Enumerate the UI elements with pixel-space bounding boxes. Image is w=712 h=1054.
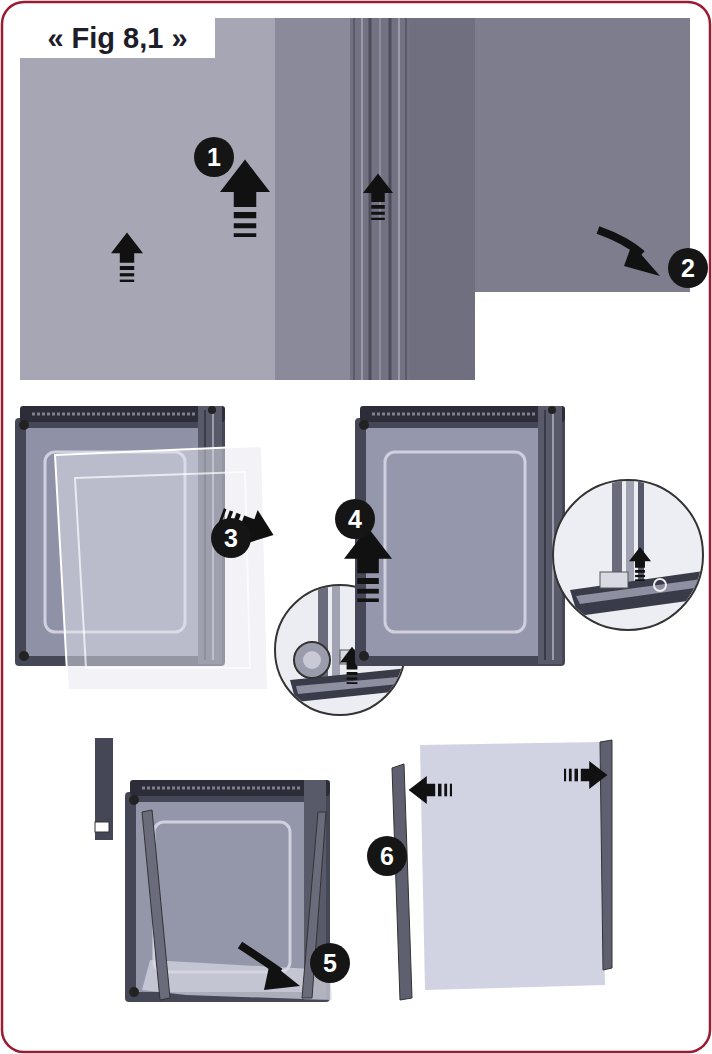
detail-zoom (550, 480, 710, 630)
callout-number: 4 (348, 505, 362, 534)
detail-zoom (332, 585, 340, 685)
door-closeup (350, 18, 410, 380)
callout-number: 3 (224, 524, 238, 553)
callout-number: 1 (207, 143, 221, 172)
figure-title: « Fig 8,1 » (47, 22, 187, 55)
oven-door (20, 406, 225, 422)
callout-circle: 2 (668, 248, 708, 288)
oven-door (130, 780, 330, 796)
oven-door (385, 452, 525, 632)
door-edge (95, 738, 113, 840)
detail-zoom (550, 480, 710, 630)
detail-zoom (553, 480, 703, 630)
door-closeup (405, 18, 407, 380)
side-strip (392, 764, 412, 1000)
oven-door (355, 406, 565, 666)
callout-number: 6 (380, 842, 394, 871)
door-closeup (20, 18, 690, 380)
detail-zoom (600, 572, 628, 588)
oven-door (359, 420, 369, 430)
callout-number: 2 (681, 254, 695, 283)
oven-door (129, 987, 139, 997)
glass-pane (55, 446, 268, 690)
callout-circle: 3 (211, 518, 251, 558)
callout-circle: 6 (367, 836, 407, 876)
detail-zoom (550, 480, 710, 630)
glass-pane (55, 446, 268, 690)
oven-door (372, 413, 536, 416)
door-closeup (410, 18, 475, 380)
side-strip (392, 740, 612, 1000)
oven-door (552, 410, 554, 660)
oven-door (19, 420, 29, 430)
striped-arrow (409, 776, 452, 804)
oven-door (19, 651, 29, 661)
detail-zoom (654, 579, 666, 591)
oven-door (355, 418, 565, 666)
oven-door (154, 822, 290, 972)
oven-door (142, 810, 170, 1000)
detail-zoom (629, 547, 651, 581)
door-closeup (389, 18, 392, 380)
oven-door (129, 795, 139, 805)
detail-zoom (576, 578, 710, 604)
detail-zoom (638, 480, 644, 590)
door-closeup (398, 18, 400, 380)
door-edge (95, 822, 109, 832)
door-closeup (353, 18, 355, 380)
callout-circle: 5 (310, 943, 350, 983)
curved-arrow (624, 244, 660, 276)
oven-door (359, 651, 369, 661)
detail-zoom (294, 642, 330, 678)
callout-number: 5 (323, 949, 337, 978)
oven-door (360, 406, 565, 422)
callout-circle: 4 (335, 499, 375, 539)
curved-arrow (240, 945, 300, 990)
curved-arrow (598, 230, 660, 276)
oven-door (32, 413, 196, 416)
door-closeup (475, 18, 690, 292)
oven-door (366, 428, 538, 656)
door-closeup (275, 18, 350, 380)
figure-title-box: « Fig 8,1 » (20, 18, 215, 58)
glass-pane (75, 472, 250, 668)
striped-arrow (363, 174, 393, 221)
oven-door (544, 410, 546, 660)
detail-zoom (303, 651, 321, 669)
curved-arrow (264, 962, 300, 990)
oven-door (548, 406, 556, 414)
door-edge (95, 738, 113, 840)
oven-door (142, 787, 302, 790)
callout-circle: 1 (194, 137, 234, 177)
oven-door (125, 780, 332, 1002)
door-closeup (20, 18, 275, 380)
striped-arrow (111, 232, 143, 282)
door-closeup (369, 18, 372, 380)
oven-door (208, 406, 216, 414)
striped-arrow (564, 761, 607, 789)
door-closeup (361, 18, 363, 380)
